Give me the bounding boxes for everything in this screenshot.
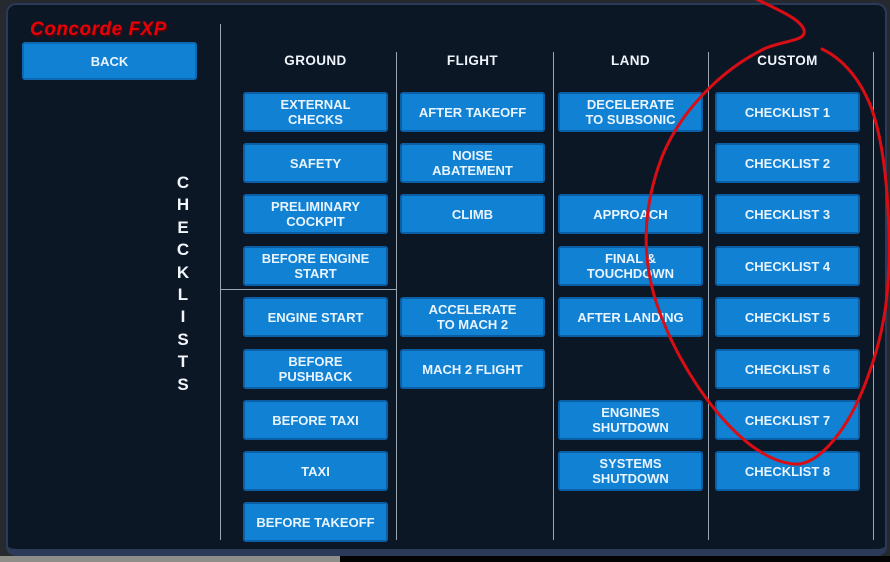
column-divider-ground-flight xyxy=(396,52,397,540)
checklist-1-button[interactable]: CHECKLIST 1 xyxy=(715,92,860,132)
before-taxi-button[interactable]: BEFORE TAXI xyxy=(243,400,388,440)
mach-2-flight-button[interactable]: MACH 2 FLIGHT xyxy=(400,349,545,389)
engine-start-button[interactable]: ENGINE START xyxy=(243,297,388,337)
final-touchdown-button[interactable]: FINAL & TOUCHDOWN xyxy=(558,246,703,286)
before-pushback-button[interactable]: BEFORE PUSHBACK xyxy=(243,349,388,389)
checklist-5-button[interactable]: CHECKLIST 5 xyxy=(715,297,860,337)
column-header-custom: CUSTOM xyxy=(757,53,818,68)
app-logo: Concorde FXP xyxy=(30,19,167,40)
column-divider-left xyxy=(220,24,221,540)
after-landing-button[interactable]: AFTER LANDING xyxy=(558,297,703,337)
engines-shutdown-button[interactable]: ENGINES SHUTDOWN xyxy=(558,400,703,440)
column-divider-land-custom xyxy=(708,52,709,540)
preliminary-cockpit-button[interactable]: PRELIMINARY COCKPIT xyxy=(243,194,388,234)
ground-phase-separator xyxy=(221,289,396,290)
desktop-fragment-black xyxy=(340,556,890,562)
checklist-4-button[interactable]: CHECKLIST 4 xyxy=(715,246,860,286)
external-checks-button[interactable]: EXTERNAL CHECKS xyxy=(243,92,388,132)
before-engine-start-button[interactable]: BEFORE ENGINE START xyxy=(243,246,388,286)
checklist-8-button[interactable]: CHECKLIST 8 xyxy=(715,451,860,491)
column-ground: GROUND EXTERNAL CHECKS SAFETY PRELIMINAR… xyxy=(243,0,388,562)
before-takeoff-button[interactable]: BEFORE TAKEOFF xyxy=(243,502,388,542)
column-header-ground: GROUND xyxy=(284,53,347,68)
noise-abatement-button[interactable]: NOISE ABATEMENT xyxy=(400,143,545,183)
approach-button[interactable]: APPROACH xyxy=(558,194,703,234)
column-divider-flight-land xyxy=(553,52,554,540)
climb-button[interactable]: CLIMB xyxy=(400,194,545,234)
column-land: LAND DECELERATE TO SUBSONIC APPROACH FIN… xyxy=(558,0,703,562)
desktop-fragment-gray xyxy=(0,556,340,562)
back-button[interactable]: BACK xyxy=(22,42,197,80)
column-flight: FLIGHT AFTER TAKEOFF NOISE ABATEMENT CLI… xyxy=(400,0,545,562)
column-custom: CUSTOM CHECKLIST 1 CHECKLIST 2 CHECKLIST… xyxy=(715,0,860,562)
accelerate-to-mach-2-button[interactable]: ACCELERATE TO MACH 2 xyxy=(400,297,545,337)
checklist-6-button[interactable]: CHECKLIST 6 xyxy=(715,349,860,389)
systems-shutdown-button[interactable]: SYSTEMS SHUTDOWN xyxy=(558,451,703,491)
column-divider-right xyxy=(873,52,874,540)
taxi-button[interactable]: TAXI xyxy=(243,451,388,491)
checklist-2-button[interactable]: CHECKLIST 2 xyxy=(715,143,860,183)
checklist-3-button[interactable]: CHECKLIST 3 xyxy=(715,194,860,234)
safety-button[interactable]: SAFETY xyxy=(243,143,388,183)
after-takeoff-button[interactable]: AFTER TAKEOFF xyxy=(400,92,545,132)
column-header-flight: FLIGHT xyxy=(446,53,499,68)
checklist-7-button[interactable]: CHECKLIST 7 xyxy=(715,400,860,440)
decelerate-to-subsonic-button[interactable]: DECELERATE TO SUBSONIC xyxy=(558,92,703,132)
column-header-land: LAND xyxy=(610,53,651,68)
